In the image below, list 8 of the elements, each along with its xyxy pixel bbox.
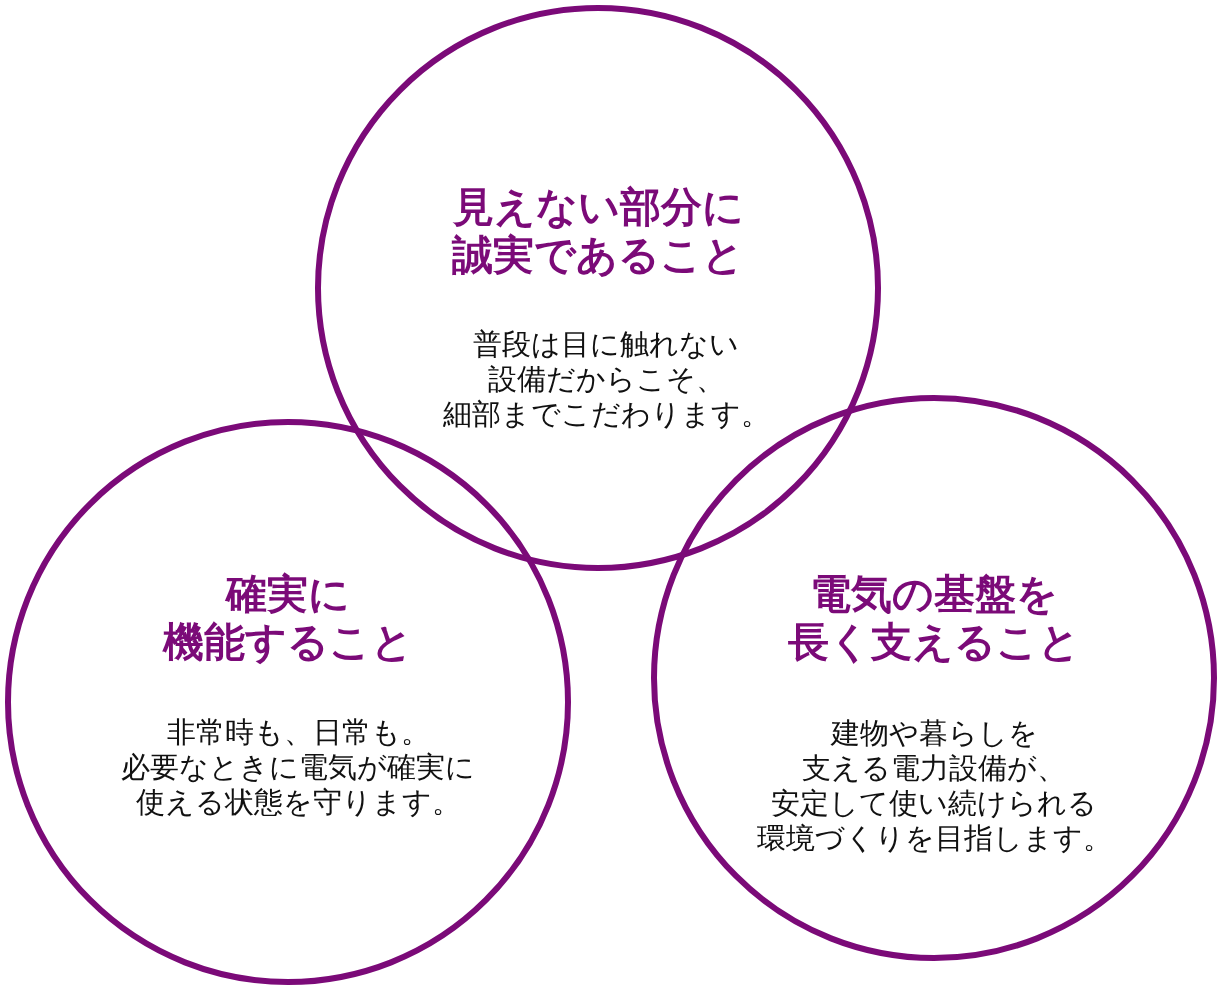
value-circle [315, 5, 881, 571]
circle-heading: 電気の基盤を長く支えること [788, 570, 1080, 666]
circle-text: 普段は目に触れない設備だからこそ、細部までこだわります。 [442, 327, 770, 432]
circle-heading: 見えない部分に誠実であること [452, 183, 744, 279]
circle-heading: 確実に機能すること [163, 570, 413, 666]
value-circle [651, 395, 1217, 961]
circle-text: 非常時も、日常も。必要なときに電気が確実に使える状態を守ります。 [121, 715, 475, 820]
circle-text: 建物や暮らしを支える電力設備が、安定して使い続けられる環境づくりを目指します。 [756, 716, 1112, 856]
